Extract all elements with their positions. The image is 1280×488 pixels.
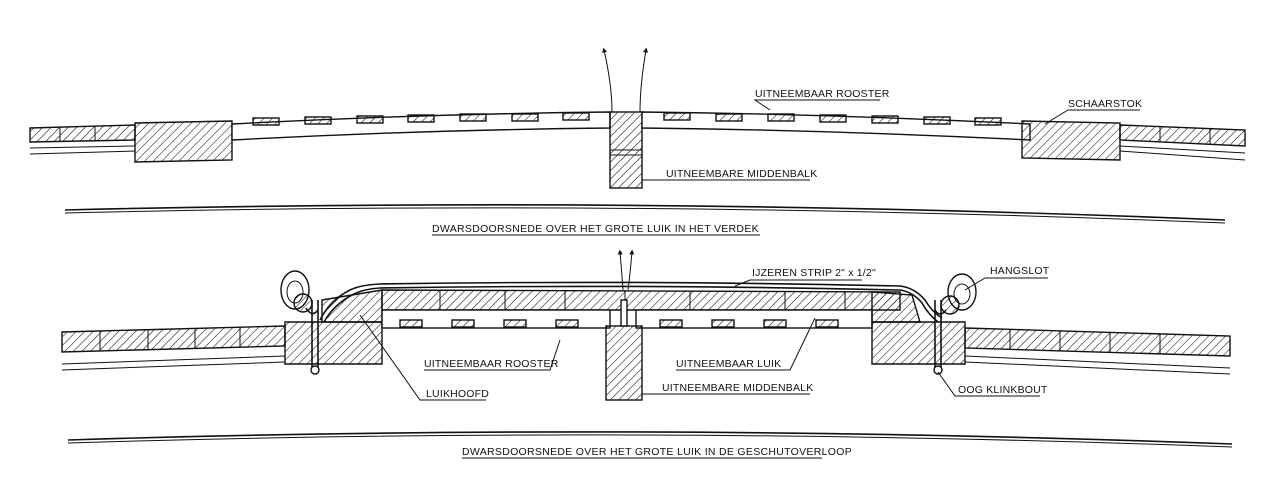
top-middle-beam — [609, 111, 643, 189]
top-middenbalk-label: UITNEEMBARE MIDDENBALK — [666, 168, 817, 180]
top-right-deck — [1119, 124, 1246, 161]
top-vent-arrow-left — [602, 47, 613, 113]
bottom-right-padlock-icon — [934, 273, 977, 315]
bottom-hatch-cover — [381, 289, 901, 311]
bottom-strip-label: IJZEREN STRIP 2" x 1/2" — [752, 267, 876, 279]
bottom-middle-beam — [605, 299, 643, 401]
bottom-vent-arrow-left — [617, 249, 624, 291]
top-vent-arrow-right — [639, 47, 649, 113]
bottom-right-deck — [964, 327, 1231, 375]
top-schaarstok-label: SCHAARSTOK — [1068, 98, 1142, 110]
bottom-iron-strip — [319, 281, 943, 321]
top-left-deck — [29, 124, 136, 155]
bottom-left-padlock-icon — [280, 270, 319, 315]
top-section: UITNEEMBAAR ROOSTER SCHAARSTOK UITNEEMBA… — [29, 47, 1246, 236]
top-schaarstok-leader — [1044, 109, 1140, 125]
top-roster-label: UITNEEMBAAR ROOSTER — [755, 88, 890, 100]
bottom-klinkbout-label: OOG KLINKBOUT — [958, 384, 1048, 396]
bottom-luikhoofd-label: LUIKHOOFD — [426, 388, 489, 400]
top-right-grating-slats — [663, 112, 1002, 126]
bottom-left-deck — [61, 325, 286, 371]
bottom-roster-label: UITNEEMBAAR ROOSTER — [424, 358, 559, 370]
bottom-caption: DWARSDOORSNEDE OVER HET GROTE LUIK IN DE… — [462, 446, 852, 458]
bottom-luik-label: UITNEEMBAAR LUIK — [676, 358, 781, 370]
bottom-hangslot-label: HANGSLOT — [990, 265, 1050, 277]
top-left-grating-slats — [252, 112, 590, 126]
bottom-left-eyebolt — [310, 300, 320, 375]
top-right-coaming — [1021, 120, 1121, 161]
top-baseline-curve — [64, 204, 1226, 221]
top-left-coaming — [134, 120, 233, 163]
bottom-grating — [381, 309, 873, 329]
bottom-vent-arrow-right — [627, 249, 635, 291]
bottom-section: IJZEREN STRIP 2" x 1/2" HANGSLOT UITNEEM… — [61, 249, 1233, 459]
bottom-right-coaming — [871, 321, 966, 365]
top-roster-leader — [753, 99, 880, 111]
bottom-baseline-curve — [67, 431, 1233, 445]
bottom-left-coaming — [284, 321, 383, 365]
top-caption: DWARSDOORSNEDE OVER HET GROTE LUIK IN HE… — [432, 223, 759, 235]
bottom-middenbalk-label: UITNEEMBARE MIDDENBALK — [662, 382, 813, 394]
